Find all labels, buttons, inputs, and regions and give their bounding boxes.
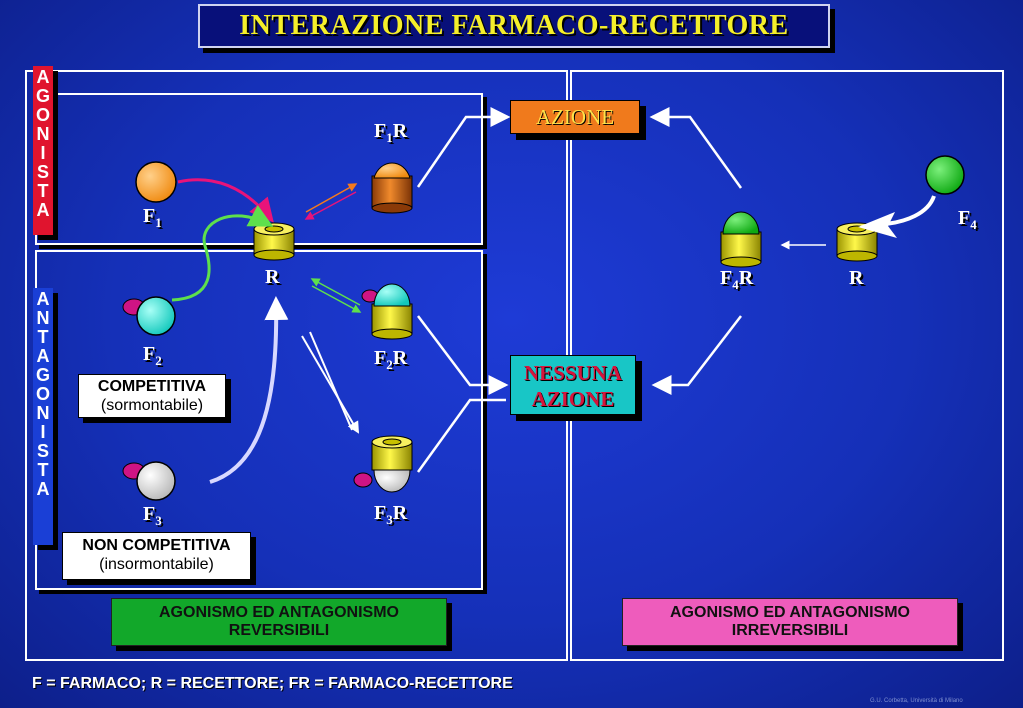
label-f3: F3 [143,503,162,528]
reversibili-line1: AGONISMO ED ANTAGONISMO [159,604,399,621]
complex-f3r [353,435,413,493]
page-title: INTERAZIONE FARMACO-RECETTORE [198,4,830,48]
nessuna-line1: NESSUNA [523,361,623,385]
agonista-letter: O [35,105,50,125]
competitiva-line1: COMPETITIVA [97,378,207,395]
antagonista-letter: O [35,384,50,404]
arrow-f3-to-r [209,296,289,484]
label-f1r: F1R [374,120,408,145]
agonista-letter: A [36,67,50,87]
non-competitiva-line1: NON COMPETITIVA [82,537,231,554]
reversibili-box: AGONISMO ED ANTAGONISMO REVERSIBILI [111,598,447,646]
agonista-letter: T [37,181,49,201]
non-competitiva-box: NON COMPETITIVA (insormontabile) [62,532,251,580]
antagonista-letter: N [36,403,50,423]
label-r-irreversible: R [849,267,864,289]
antagonista-letter: A [36,289,50,309]
complex-f1r [371,162,413,214]
agonista-letter: G [35,86,50,106]
competitiva-line2: (sormontabile) [100,397,204,414]
competitiva-box: COMPETITIVA (sormontabile) [78,374,226,418]
antagonista-letter: S [36,441,49,461]
label-r: R [265,266,280,288]
agonista-letter: S [36,162,49,182]
antagonista-letter: A [36,346,50,366]
antagonista-letter: N [36,308,50,328]
antagonista-letter: T [37,327,49,347]
drug-f1 [135,161,177,203]
label-f4: F4 [958,207,977,232]
agonista-letter: N [36,124,50,144]
label-f3r: F3R [374,502,408,527]
non-competitiva-line2: (insormontabile) [99,556,214,573]
arrow-f2-to-r [171,204,274,302]
agonista-letter: A [36,200,50,220]
complex-f2r [361,283,413,340]
nessuna-line2: AZIONE [531,387,615,411]
antagonista-letter: A [36,479,50,499]
label-f4r: F4R [720,267,754,292]
agonista-letter: I [40,143,46,163]
legend-text: F = FARMACO; R = RECETTORE; FR = FARMACO… [32,675,513,692]
complex-f4r [720,211,762,268]
irreversibili-box: AGONISMO ED ANTAGONISMO IRREVERSIBILI [622,598,958,646]
label-f2: F2 [143,343,162,368]
label-f1: F1 [143,205,162,230]
azione-box: AZIONE [510,100,640,134]
receptor-r [253,222,295,261]
irreversibili-line1: AGONISMO ED ANTAGONISMO [670,604,910,621]
irreversibili-line2: IRREVERSIBILI [731,622,849,639]
arrow-f1-to-r [177,178,274,223]
drug-f4 [925,155,965,195]
drug-f3 [122,461,176,501]
reversibili-line2: REVERSIBILI [228,622,330,639]
footer-credit: G.U. Corbetta, Università di Milano [870,698,963,704]
antagonista-letter: I [40,422,46,442]
nessuna-azione-box: NESSUNA AZIONE [510,355,636,415]
antagonista-letter: T [37,460,49,480]
antagonista-letter: G [35,365,50,385]
drug-f2 [122,296,176,336]
label-f2r: F2R [374,347,408,372]
